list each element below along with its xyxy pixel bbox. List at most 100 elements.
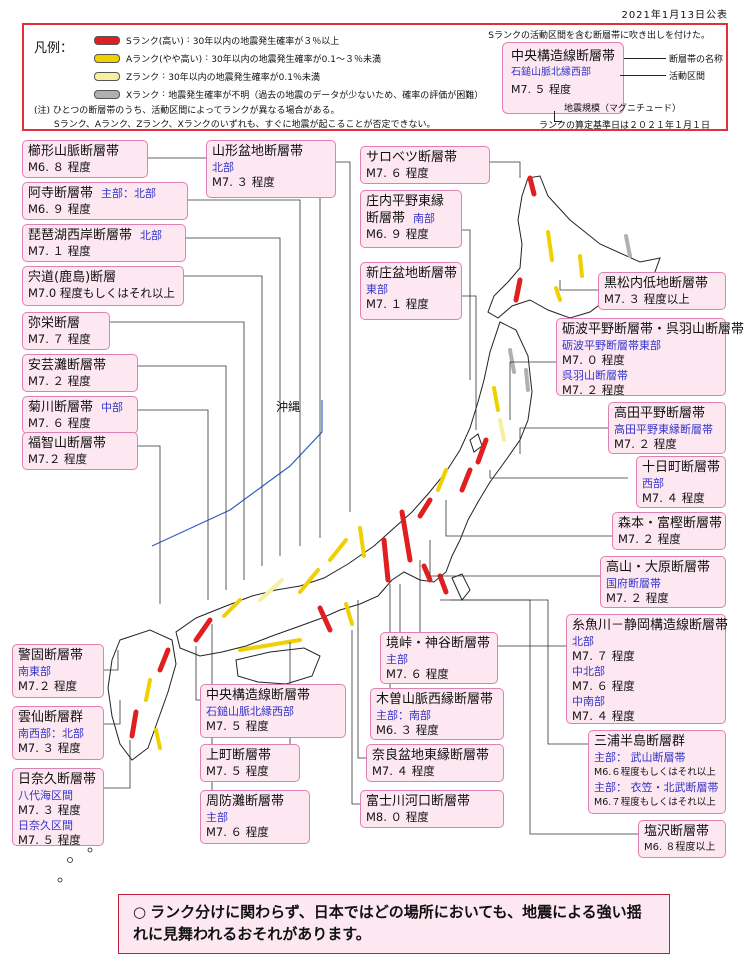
card-mag: M7. ２ 程度 <box>28 374 91 388</box>
card-name: サロベツ断層帯 <box>366 150 458 165</box>
leader-mag-h <box>554 121 562 122</box>
card-miura[interactable]: 三浦半島断層群 主部： 武山断層帯 M6.６程度もしくはそれ以上 主部： 衣笠・… <box>588 730 726 814</box>
rank-z-label: Zランク <box>126 72 160 83</box>
legend-note-line1: (注) ひとつの断層帯のうち、活動区間によってランクが異なる場合がある。 <box>34 106 340 116</box>
card-mag: M7. ６ 程度 <box>366 166 429 180</box>
card-name: 雲仙断層群 <box>18 710 84 725</box>
card-mag: M7. ２ 程度 <box>606 591 669 605</box>
card-name: 櫛形山脈断層帯 <box>28 144 120 159</box>
card-section: 国府断層帯 <box>606 577 661 590</box>
card-biwako[interactable]: 琵琶湖西岸断層帯北部 M7. １ 程度 <box>22 224 186 262</box>
card-section: 北部 <box>140 229 163 242</box>
sample-name: 中央構造線断層帯 <box>511 49 616 64</box>
card-morimoto[interactable]: 森本・富樫断層帯 M7. ２ 程度 <box>612 512 726 550</box>
bottom-notice: ○ランク分けに関わらず、日本ではどの場所においても、地震による強い揺れに見舞われ… <box>118 894 670 954</box>
card-name: 菊川断層帯 <box>28 400 94 415</box>
card-name: 境峠・神谷断層帯 <box>386 636 491 651</box>
card-mag: M7. ４ 程度 <box>572 709 635 723</box>
notice-mark: ○ <box>133 903 147 921</box>
card-section: 主部： 衣笠・北武断層帯 <box>594 781 719 794</box>
card-name: 砺波平野断層帯・呉羽山断層帯 <box>562 322 745 337</box>
card-mag: M7. ７ 程度 <box>28 332 91 346</box>
card-fujikawa[interactable]: 富士川河口断層帯 M8. ０ 程度 <box>360 790 504 828</box>
card-name: 宍道(鹿島)断層 <box>28 270 117 285</box>
card-nara[interactable]: 奈良盆地東縁断層帯 M7. ４ 程度 <box>366 744 504 782</box>
card-mag: M6.７程度もしくはそれ以上 <box>594 797 716 808</box>
rank-z-desc: 30年以内の地震発生確率が0.1％未満 <box>168 72 320 83</box>
card-shiozuka[interactable]: 塩沢断層帯 M6. ８程度以上 <box>638 820 726 858</box>
card-shinji[interactable]: 宍道(鹿島)断層 M7.0 程度もしくはそれ以上 <box>22 266 184 306</box>
card-name: 木曽山脈西縁断層帯 <box>376 692 494 707</box>
card-tokamachi[interactable]: 十日町断層帯 西部 M7. ４ 程度 <box>636 456 726 508</box>
card-yamagata[interactable]: 山形盆地断層帯 北部 M7. ３ 程度 <box>206 140 336 198</box>
card-mag: M8. ０ 程度 <box>366 810 429 824</box>
card-akinada[interactable]: 安芸灘断層帯 M7. ２ 程度 <box>22 354 138 392</box>
card-suonada[interactable]: 周防灘断層帯 主部 M7. ６ 程度 <box>200 790 310 844</box>
legend-sample-card: 中央構造線断層帯 石鎚山脈北縁西部 M7. ５ 程度 <box>502 42 624 114</box>
card-name: 中央構造線断層帯 <box>206 688 311 703</box>
card-mag: M7. ５ 程度 <box>206 719 269 733</box>
card-unzen[interactable]: 雲仙断層群 南西部：北部 M7. ３ 程度 <box>12 706 104 760</box>
card-name: 黒松内低地断層帯 <box>604 276 709 291</box>
card-name: 糸魚川－静岡構造線断層帯 <box>572 618 729 633</box>
card-kiso[interactable]: 木曽山脈西縁断層帯 主部：南部 M6. ３ 程度 <box>370 688 504 740</box>
card-mag: M7.0 程度もしくはそれ以上 <box>28 286 175 300</box>
card-takada[interactable]: 高田平野断層帯 高田平野東縁断層帯 M7. ２ 程度 <box>608 402 726 454</box>
legend-callout-note: Sランクの活動区間を含む断層帯に吹き出しを付けた。 <box>488 31 710 41</box>
card-yasaka[interactable]: 弥栄断層 M7. ７ 程度 <box>22 312 110 350</box>
publication-date: 2021年1月13日公表 <box>621 10 728 21</box>
card-keigo[interactable]: 警固断層帯 南東部 M7.２ 程度 <box>12 644 104 698</box>
rank-x-label: Xランク <box>126 90 160 101</box>
card-mag: M7. ６ 程度 <box>572 679 635 693</box>
card-sakai[interactable]: 境峠・神谷断層帯 主部 M7. ６ 程度 <box>380 632 498 684</box>
card-kashiyama[interactable]: 櫛形山脈断層帯 M6. ８ 程度 <box>22 140 148 178</box>
card-sarobetsu[interactable]: サロベツ断層帯 M7. ６ 程度 <box>360 146 490 184</box>
leader-lines <box>104 157 638 835</box>
card-section: 呉羽山断層帯 <box>562 369 628 382</box>
card-section: 西部 <box>642 477 664 490</box>
legend-box: 凡例： Sランク(高い): 30年以内の地震発生確率が３％以上 Aランク(やや高… <box>22 23 728 131</box>
card-name: 三浦半島断層群 <box>594 734 686 749</box>
card-tonami[interactable]: 砺波平野断層帯・呉羽山断層帯 砺波平野断層帯東部 M7. ０ 程度 呉羽山断層帯… <box>556 318 745 397</box>
card-name: 森本・富樫断層帯 <box>618 516 723 531</box>
card-mag: M7. ２ 程度 <box>562 383 625 397</box>
card-kikugawa[interactable]: 菊川断層帯中部 M7. ６ 程度 <box>22 396 138 434</box>
card-mag: M7. ７ 程度 <box>572 649 635 663</box>
card-section: 主部：南部 <box>376 709 431 722</box>
sample-magnitude: M7. ５ 程度 <box>511 83 571 96</box>
card-mag: M7. ４ 程度 <box>372 764 435 778</box>
card-mag: M7.２ 程度 <box>28 452 88 466</box>
card-takayama[interactable]: 高山・大原断層帯 国府断層帯 M7. ２ 程度 <box>600 556 726 608</box>
card-shinjo[interactable]: 新庄盆地断層帯 東部 M7. １ 程度 <box>360 262 462 320</box>
fault-lines <box>129 175 632 750</box>
legend-row-z: Zランク: 30年以内の地震発生確率が0.1％未満 <box>94 69 320 83</box>
card-name: 高山・大原断層帯 <box>606 560 711 575</box>
card-hinagu[interactable]: 日奈久断層帯 八代海区間 M7. ３ 程度 日奈久区間 M7. ５ 程度 <box>12 768 104 847</box>
card-name: 高田平野断層帯 <box>614 406 706 421</box>
card-section: 主部：北部 <box>101 187 157 200</box>
card-mag: M7. ３ 程度 <box>18 741 81 755</box>
card-section: 八代海区間 <box>18 789 73 802</box>
card-itoigawa[interactable]: 糸魚川－静岡構造線断層帯 北部 M7. ７ 程度 中北部 M7. ６ 程度 中南… <box>566 614 729 724</box>
leader-name <box>624 58 666 59</box>
card-fukuchi[interactable]: 福智山断層帯 M7.２ 程度 <box>22 432 138 470</box>
card-aterazu[interactable]: 阿寺断層帯主部：北部 M6. ９ 程度 <box>22 182 188 220</box>
card-name: 琵琶湖西岸断層帯 <box>28 228 133 243</box>
card-mag: M6.６程度もしくはそれ以上 <box>594 767 716 778</box>
card-mag: M7. ３ 程度以上 <box>604 292 690 306</box>
okinawa-inset-border <box>151 400 323 547</box>
card-shonai[interactable]: 庄内平野東縁断層帯南部 M6. ９ 程度 <box>360 190 462 248</box>
card-section: 主部 <box>206 811 228 824</box>
card-uemachi[interactable]: 上町断層帯 M7. ５ 程度 <box>200 744 300 782</box>
card-chuo[interactable]: 中央構造線断層帯 石鎚山脈北縁西部 M7. ５ 程度 <box>200 684 346 738</box>
card-name: 弥栄断層 <box>28 316 81 331</box>
card-name: 福智山断層帯 <box>28 436 107 451</box>
notice-text: ランク分けに関わらず、日本ではどの場所においても、地震による強い揺れに見舞われる… <box>133 903 642 943</box>
legend-note-line2: Sランク、Aランク、Zランク、Xランクのいずれも、すぐに地震が起こることが否定で… <box>54 120 436 130</box>
legend-row-x: Xランク: 地震発生確率が不明（過去の地震のデータが少ないため、確率の評価が困難… <box>94 87 483 101</box>
card-mag: M7. ６ 程度 <box>386 667 449 681</box>
card-kuromatsu[interactable]: 黒松内低地断層帯 M7. ３ 程度以上 <box>598 272 726 310</box>
rank-a-label: Aランク(やや高い) <box>126 54 203 65</box>
card-name: 塩沢断層帯 <box>644 824 710 839</box>
card-mag: M7. ４ 程度 <box>642 491 705 505</box>
